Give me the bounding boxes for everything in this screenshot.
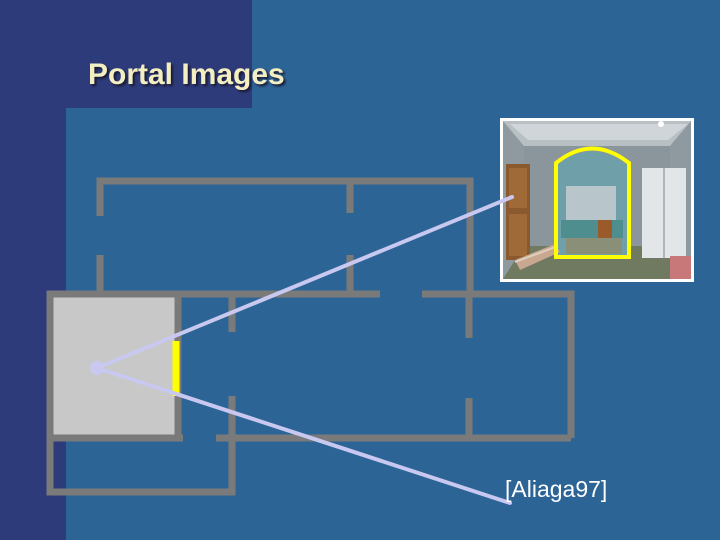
portal-outline-inset — [554, 146, 631, 259]
current-cell — [46, 290, 182, 442]
top-decor-band — [0, 0, 252, 108]
viewpoint-marker — [90, 361, 104, 375]
view-rays — [95, 195, 514, 505]
view-ray-lower — [95, 366, 512, 505]
view-ray-upper — [95, 195, 514, 370]
citation-label: [Aliaga97] — [505, 476, 608, 502]
wall-lower-room — [46, 438, 236, 496]
wall-upper-outline — [96, 177, 474, 294]
portal-image-inset — [500, 118, 694, 282]
slide-title: Portal Images — [88, 58, 285, 91]
wall-middle-right — [422, 290, 575, 438]
